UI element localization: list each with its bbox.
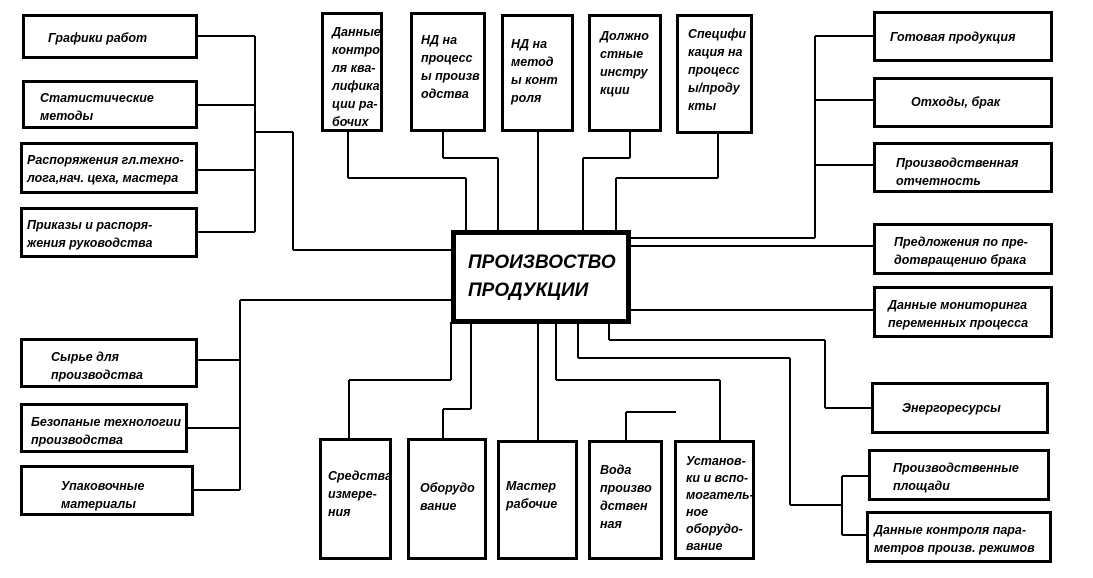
left-box-statistical-methods: Статистические методы [22, 80, 198, 129]
right-box-monitoring-data: Данные мониторинга переменных процесса [873, 286, 1053, 338]
top-box-production-standards: НД на процесс ы произв одства [410, 12, 486, 132]
bottom-box-masters-workers: Мастер рабочие [497, 440, 578, 560]
right-box-finished-products: Готовая продукция [873, 11, 1053, 62]
right-box-energy-resources: Энергоресурсы [871, 382, 1049, 434]
right-box-waste: Отходы, брак [873, 77, 1053, 128]
right-box-defect-prevention: Предложения по пре- дотвращению брака [873, 223, 1053, 275]
top-box-qualification-data: Данные контро- ля ква- лифика- ции ра- б… [321, 12, 383, 132]
top-box-specifications: Специфи кация на процесс ы/проду кты [676, 14, 753, 134]
right-box-production-areas: Производственные площади [868, 449, 1050, 501]
bottom-box-equipment: Оборудо вание [407, 438, 487, 560]
bottom-box-process-water: Вода произво дствен ная [588, 440, 663, 560]
right-box-production-reports: Производственная отчетность [873, 142, 1053, 193]
left-box-technologist-orders: Распоряжения гл.техно- лога,нач. цеха, м… [20, 142, 198, 194]
left-box-packaging-materials: Упаковочные материалы [20, 465, 194, 516]
top-box-control-methods: НД на метод ы конт роля [501, 14, 574, 132]
top-box-job-instructions: Должно стные инстру кции [588, 14, 662, 132]
left-box-management-orders: Приказы и распоря- жения руководства [20, 207, 198, 258]
left-box-work-schedules: Графики работ [22, 14, 198, 59]
left-box-raw-materials: Сырье для производства [20, 338, 198, 388]
center-box: ПРОИЗВОСТВО ПРОДУКЦИИ [451, 230, 631, 324]
bottom-box-auxiliary-equipment: Установ- ки и вспо- могатель- ное оборуд… [674, 440, 755, 560]
left-box-safe-technologies: Безопаные технологии производства [20, 403, 188, 453]
bottom-box-measuring-tools: Средства измере- ния [319, 438, 392, 560]
right-box-mode-control-data: Данные контроля пара- метров произв. реж… [866, 511, 1052, 563]
